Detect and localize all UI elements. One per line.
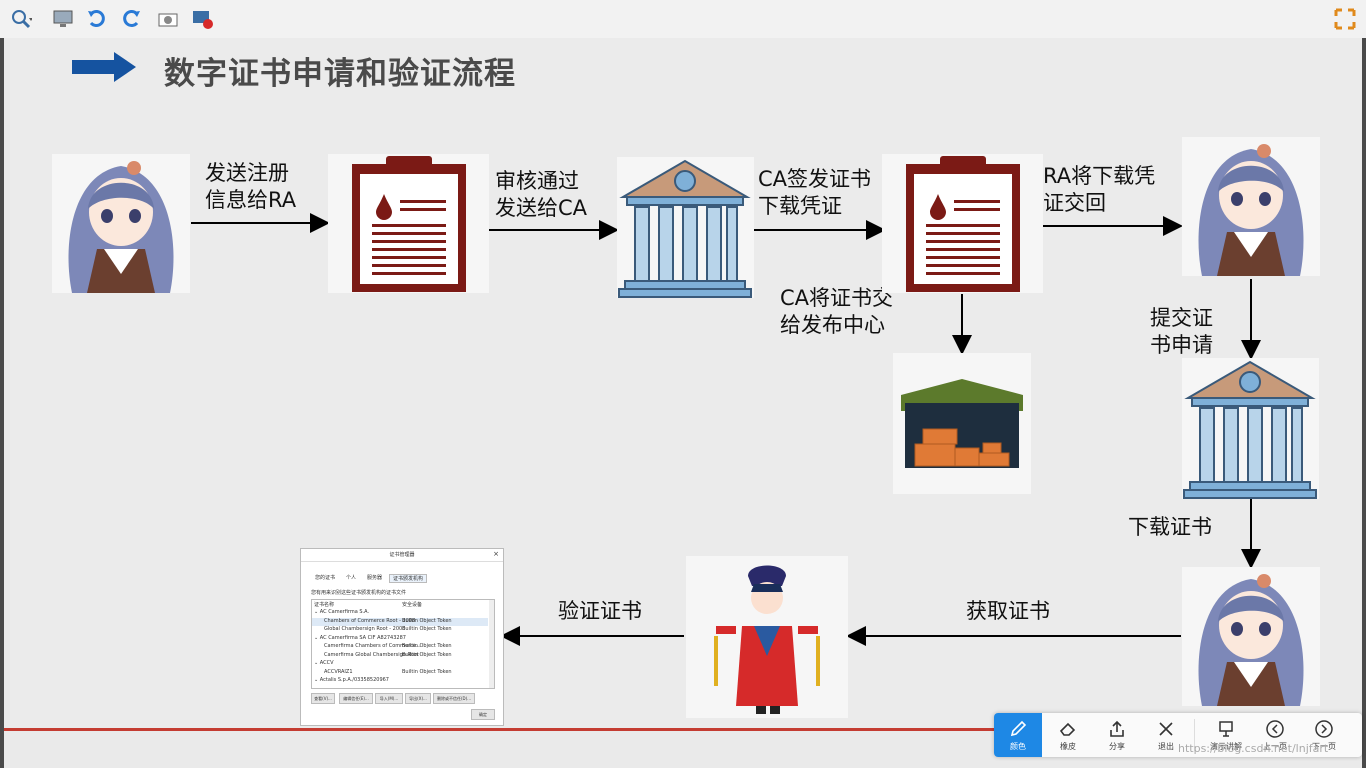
- ra-clipboard-1: [328, 154, 489, 293]
- label-ca-issue: CA签发证书下载凭证: [758, 167, 872, 218]
- warehouse-icon: [901, 379, 1023, 468]
- bank-building-icon: [1183, 360, 1317, 499]
- scrollbar[interactable]: [489, 600, 494, 688]
- camera-icon[interactable]: [157, 8, 179, 30]
- clipboard-icon: [906, 156, 1020, 292]
- explain-button[interactable]: 演示讲解: [1202, 713, 1250, 757]
- bank-building-icon: [618, 159, 752, 298]
- tab-servers[interactable]: 服务器: [367, 575, 383, 581]
- share-icon: [1110, 720, 1124, 737]
- tab-your-certs[interactable]: 您的证书: [315, 575, 336, 581]
- close-icon[interactable]: ×: [493, 550, 499, 558]
- table-cell: Global Chambersign Root - 2008: [324, 626, 406, 632]
- table-cell: Builtin Object Token: [402, 643, 452, 649]
- user-avatar-2: [1182, 137, 1320, 276]
- ca-building-1: [617, 157, 754, 298]
- chevron-right-icon: [1315, 720, 1333, 738]
- label-download: 下载证书: [1128, 515, 1212, 539]
- chevron-left-icon: [1266, 720, 1284, 738]
- fullscreen-icon[interactable]: [1334, 8, 1356, 30]
- export-button[interactable]: 导出(X)...: [405, 693, 431, 704]
- label-ca-publish: CA将证书交给发布中心: [780, 286, 894, 337]
- dialog-description: 您有用来识别这些证书颁发机构的证书文件: [311, 590, 407, 596]
- user-avatar-1: [52, 154, 190, 293]
- record-screen-icon[interactable]: [192, 8, 214, 30]
- title-arrow-icon: [72, 52, 136, 82]
- certificate-manager-dialog: 证书管理器 × 您的证书 个人 服务器 证书颁发机构 您有用来识别这些证书颁发机…: [300, 548, 504, 726]
- page-title: 数字证书申请和验证流程: [164, 56, 516, 92]
- label-verify: 验证证书: [558, 599, 642, 623]
- table-cell: Camerfirma Global Chambersign Root: [324, 651, 419, 658]
- ra-clipboard-2: [882, 154, 1043, 293]
- presentation-icon: [1219, 721, 1233, 737]
- top-toolbar: [0, 0, 1366, 38]
- table-row[interactable]: Camerfirma Chambers of Commerce...Builti…: [312, 643, 488, 651]
- relying-party: [686, 556, 848, 718]
- girl-avatar-icon: [68, 161, 174, 293]
- zoom-icon[interactable]: [10, 8, 32, 30]
- table-cell: Camerfirma Chambers of Commerce...: [324, 643, 421, 649]
- girl-avatar-icon: [1198, 574, 1304, 706]
- tab-personal[interactable]: 个人: [346, 575, 357, 581]
- clipboard-icon: [352, 156, 466, 292]
- eraser-icon: [1059, 722, 1076, 736]
- edit-trust-button[interactable]: 编辑信任(E)...: [339, 693, 373, 704]
- opera-figure-icon: [714, 565, 820, 714]
- divider: [1194, 719, 1195, 751]
- label-send-info: 发送注册信息给RA: [205, 161, 297, 212]
- delete-button[interactable]: 删除或不信任(D)...: [433, 693, 475, 704]
- redo-icon[interactable]: [120, 8, 142, 30]
- dialog-title: 证书管理器: [301, 549, 503, 562]
- ok-button[interactable]: 确定: [471, 709, 495, 720]
- label-obtain: 获取证书: [966, 599, 1050, 623]
- next-page-button[interactable]: 下一页: [1300, 713, 1348, 757]
- label-submit: 提交证书申请: [1150, 306, 1213, 357]
- certificate-list[interactable]: 证书名称 安全设备 ⌄ AC Camerfirma S.A.Chambers o…: [311, 599, 495, 689]
- eraser-button[interactable]: 橡皮: [1044, 713, 1092, 757]
- left-border: [0, 38, 4, 768]
- view-button[interactable]: 查看(V)...: [311, 693, 335, 704]
- publish-center: [893, 353, 1031, 494]
- table-cell: ⌄ ACCV: [314, 660, 334, 666]
- table-row[interactable]: ACCVRAIZ1 Builtin Object Token: [312, 669, 488, 677]
- table-row[interactable]: ⌄ ACCV: [312, 660, 488, 668]
- table-cell: Chambers of Commerce Root - 2008: [324, 617, 416, 624]
- girl-avatar-icon: [1198, 144, 1304, 276]
- pen-button[interactable]: 颜色: [994, 713, 1042, 757]
- table-cell: Builtin Object Token: [402, 668, 452, 675]
- presentation-toolbar: 颜色 橡皮 分享 退出 演示讲解 上一页 下一页: [994, 713, 1362, 757]
- import-button[interactable]: 导入(M)...: [375, 693, 403, 704]
- table-cell: ⌄ Actalis S.p.A./03358520967: [314, 677, 389, 683]
- table-cell: Builtin Object Token: [402, 626, 452, 632]
- exit-button[interactable]: 退出: [1142, 713, 1190, 757]
- pen-icon: [1010, 720, 1027, 737]
- slide-canvas: [4, 38, 1362, 731]
- share-button[interactable]: 分享: [1093, 713, 1141, 757]
- label-approve: 审核通过发送给CA: [495, 169, 588, 220]
- table-cell: ⌄ AC Camerfirma S.A.: [314, 609, 370, 615]
- watermark: https://blog.csdn.net/lnjfart: [1178, 742, 1329, 755]
- close-icon: [1159, 722, 1173, 736]
- table-cell: ⌄ AC Camerfirma SA CIF A82743287: [314, 634, 406, 641]
- table-row[interactable]: ⌄ Actalis S.p.A./03358520967: [312, 677, 488, 685]
- user-avatar-3: [1182, 567, 1320, 706]
- table-row[interactable]: ⌄ AC Camerfirma S.A.: [312, 609, 488, 617]
- label-ra-return: RA将下载凭证交回: [1043, 164, 1156, 215]
- undo-icon[interactable]: [86, 8, 108, 30]
- table-cell: ACCVRAIZ1: [324, 668, 353, 675]
- table-cell: Builtin Object Token: [402, 651, 452, 658]
- tab-authorities[interactable]: 证书颁发机构: [389, 574, 428, 583]
- table-cell: Builtin Object Token: [402, 617, 452, 624]
- monitor-icon[interactable]: [52, 8, 74, 30]
- ca-building-2: [1182, 358, 1319, 499]
- right-border: [1362, 38, 1366, 768]
- table-row[interactable]: ⌄ AC Camerfirma SA CIF A82743287: [312, 635, 488, 643]
- prev-page-button[interactable]: 上一页: [1251, 713, 1299, 757]
